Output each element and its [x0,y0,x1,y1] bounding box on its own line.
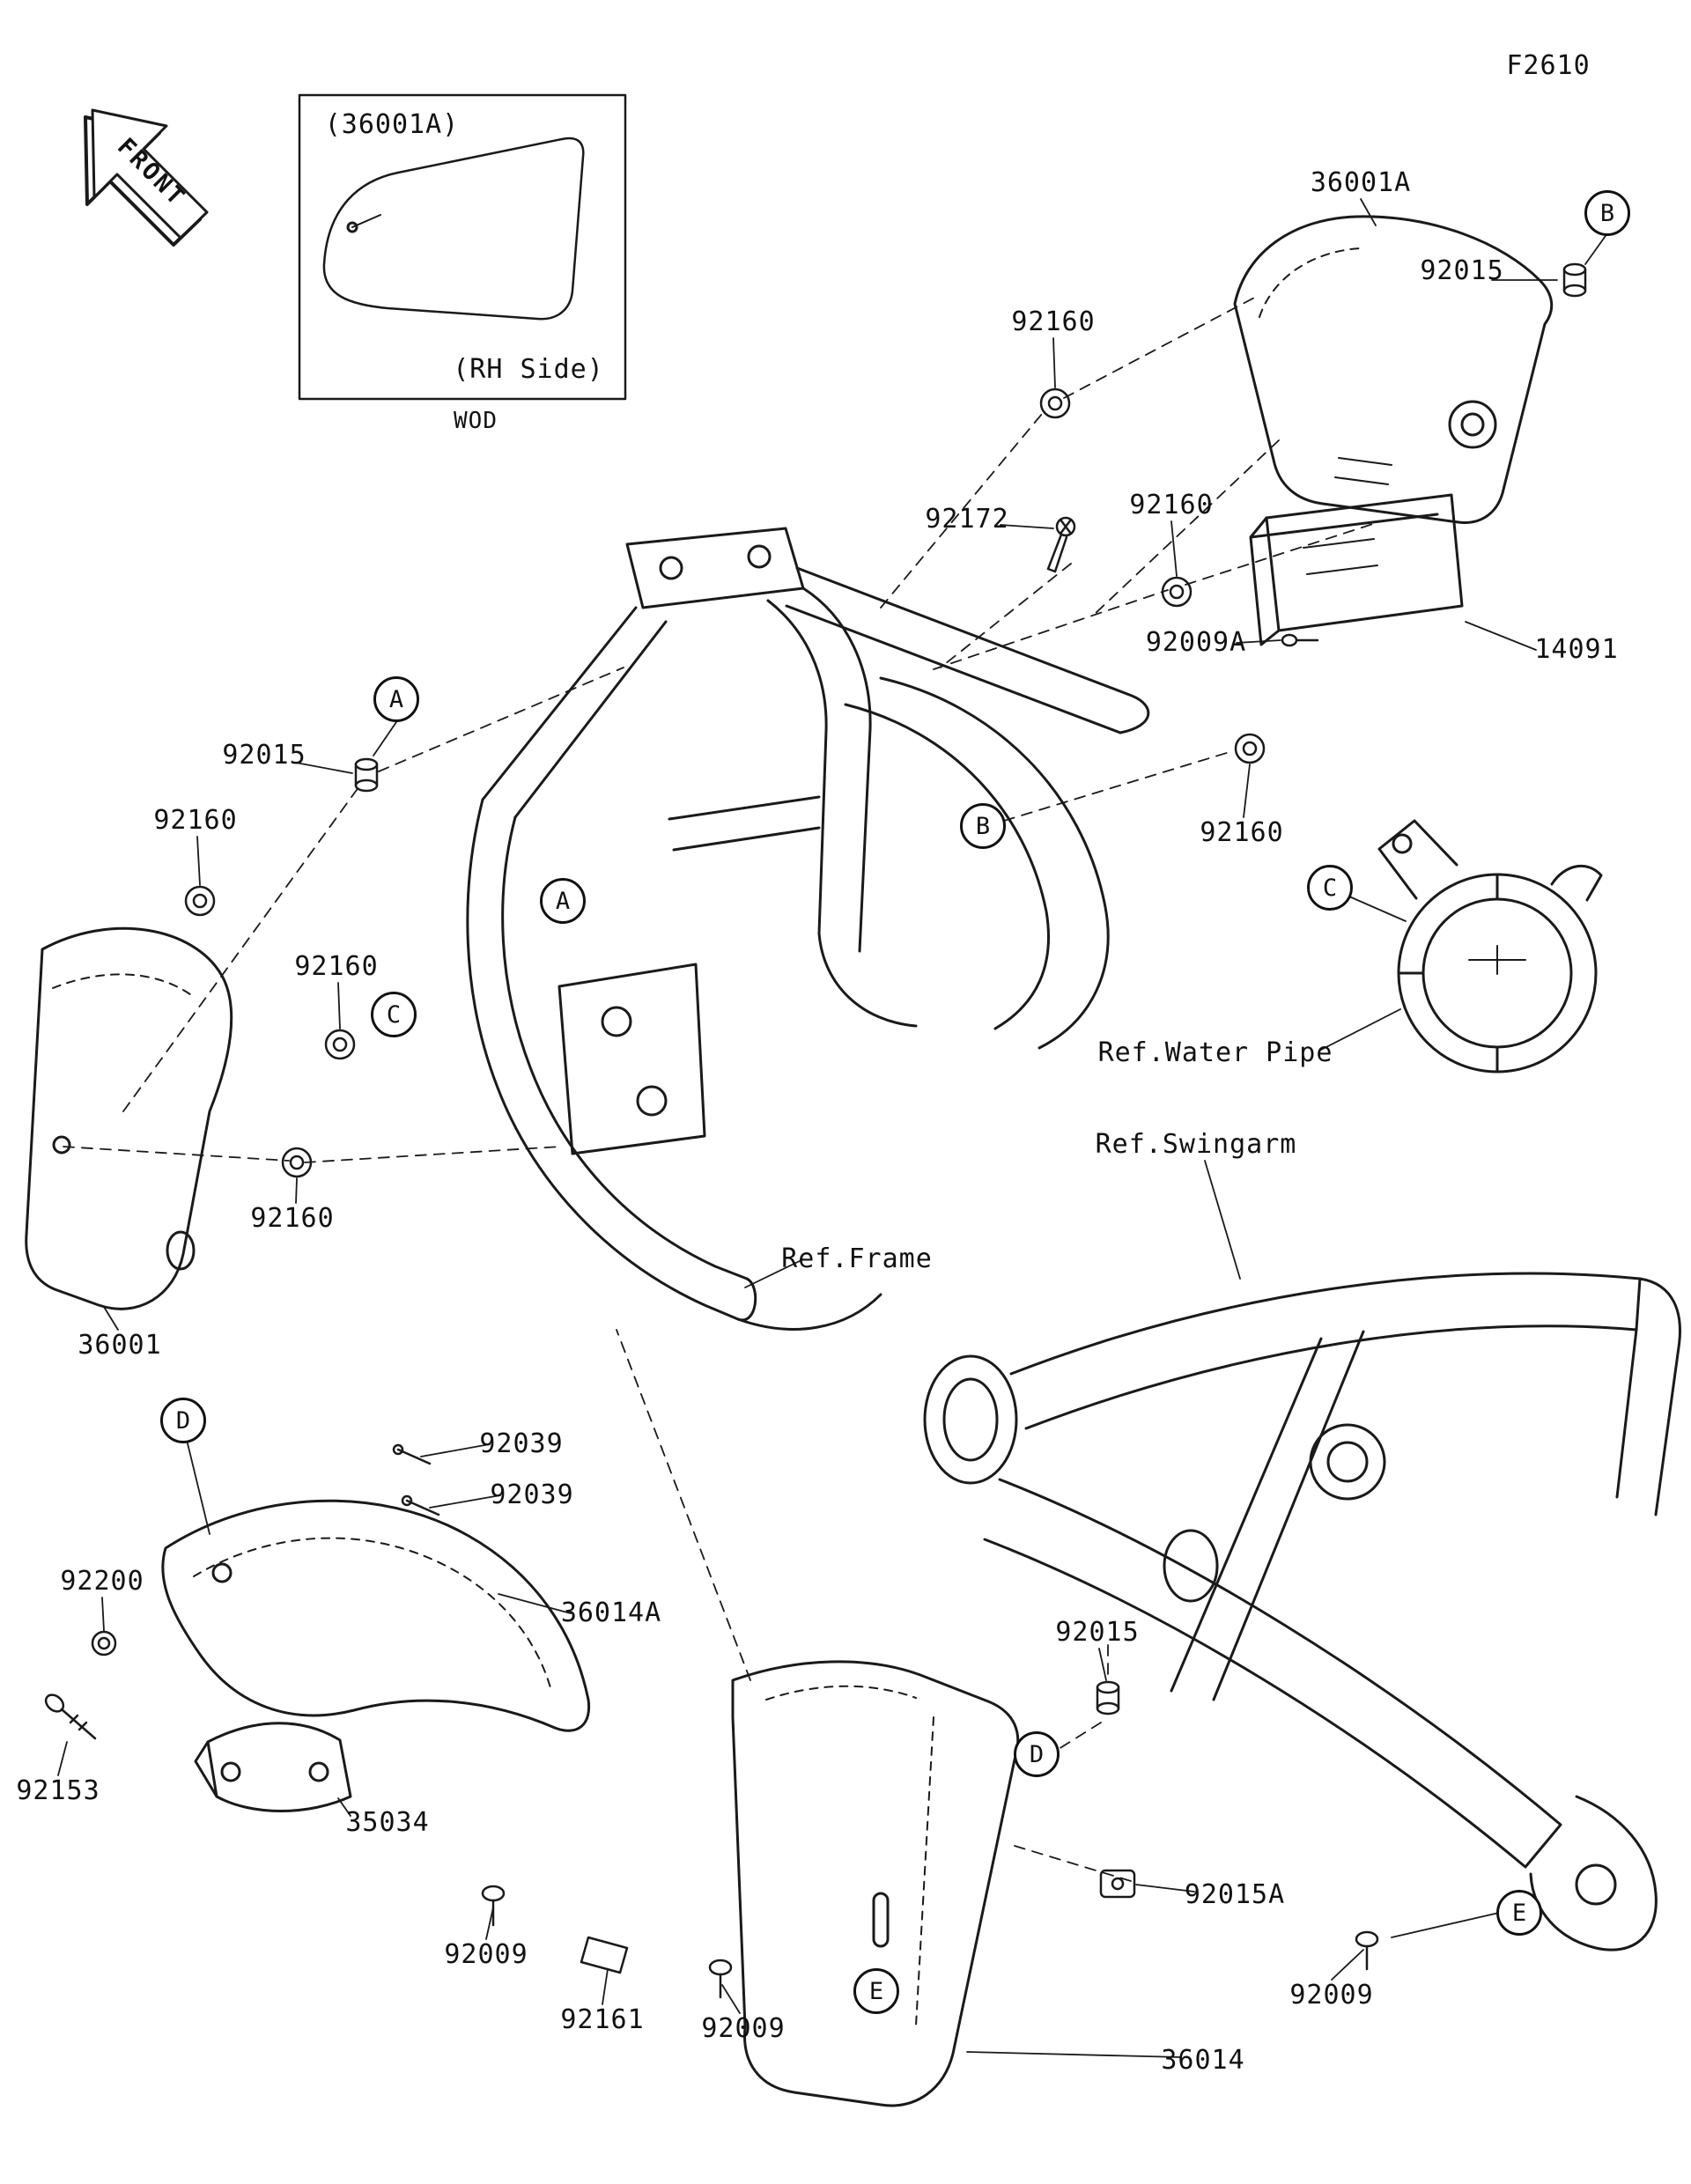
assembly-dashed-lines [63,295,1382,1882]
side-cover-36014-drawing [731,1660,1020,2107]
marker-E-right: E [1496,1890,1542,1936]
part-label-92009-left: 92009 [444,1939,528,1970]
part-label-92160-left-lower: 92160 [250,1203,335,1234]
screw-92009-left [481,1885,506,1927]
part-label-92160-left-upper: 92160 [153,805,238,836]
bolt-92153 [44,1693,97,1740]
marker-C-right: C [1307,865,1353,911]
screw-92172 [1046,516,1076,573]
part-label-92160-top: 92160 [1011,306,1096,337]
right-side-cover-36001A-drawing [1233,215,1554,524]
pad-92161 [580,1936,629,1974]
part-label-92015-mid: 92015 [1055,1617,1140,1648]
damper-92015-top [1562,262,1587,298]
part-label-92153: 92153 [16,1775,100,1806]
fasteners-drawing [44,262,1587,1999]
screw-92009-center [708,1959,733,1999]
part-label-92160-upper-mid: 92160 [1129,490,1214,520]
pin-92039-upper [392,1443,432,1465]
part-label-92160-left-mid: 92160 [294,951,379,982]
ref-water-pipe-label: Ref.Water Pipe [1097,1037,1333,1068]
part-label-92161: 92161 [560,2004,645,2035]
inset-box-drawing [298,93,627,401]
part-label-92009-center: 92009 [701,2013,786,2044]
screw-92009A [1281,633,1319,647]
left-side-cover-36001-drawing [25,926,233,1310]
front-direction-arrow-icon [84,108,209,247]
part-label-92015-left: 92015 [222,740,306,771]
marker-D-bottom: D [1014,1731,1060,1777]
part-label-92009-right: 92009 [1289,1980,1374,2011]
washer-92160-right [1234,733,1266,764]
washer-92160-left-upper [184,885,216,917]
pin-92039-lower [401,1494,440,1516]
part-label-92160-right: 92160 [1200,817,1284,848]
marker-B-mid: B [960,803,1006,849]
part-label-92200: 92200 [60,1566,144,1597]
leader-lines [57,198,1608,2058]
part-label-36014A: 36014A [560,1597,662,1628]
ref-swingarm-label: Ref.Swingarm [1095,1129,1297,1160]
inset-title: (36001A) [324,109,460,140]
damper-92015A [1099,1869,1136,1899]
inner-cover-14091-drawing [1249,493,1464,646]
part-label-92009A: 92009A [1145,627,1247,658]
water-pump-cover-drawing [1377,819,1603,1074]
washer-92200 [91,1630,117,1656]
marker-A-mid: A [540,878,586,924]
washer-92160-left-mid [324,1029,356,1060]
inset-side-note: (RH Side) [453,354,604,385]
part-label-92172: 92172 [925,504,1009,535]
part-label-36001A: 36001A [1310,167,1412,198]
part-label-92015-top: 92015 [1420,255,1504,286]
marker-C-left: C [371,992,417,1037]
damper-92015-left [354,757,379,793]
marker-D-top: D [160,1398,206,1443]
part-label-92015A: 92015A [1184,1879,1286,1910]
part-label-36014: 36014 [1161,2045,1245,2076]
washer-92160-upper-mid [1161,576,1193,608]
inset-watermark: WOD [454,408,498,434]
part-label-92039-lower: 92039 [490,1479,574,1510]
swingarm-drawing [923,1272,1681,1952]
frame-drawing [466,527,1150,1331]
chain-cover-36014A-drawing [161,1499,591,1732]
part-label-36001: 36001 [78,1330,162,1361]
washer-92160-top [1039,387,1071,419]
part-label-14091: 14091 [1534,634,1619,665]
marker-A-left: A [373,676,419,722]
marker-B-top: B [1584,190,1630,236]
marker-E-mid: E [853,1968,899,2014]
screw-92009-right [1355,1930,1379,1971]
page-code: F2610 [1506,50,1591,81]
damper-92015-mid [1096,1680,1120,1715]
ref-frame-label: Ref.Frame [781,1243,933,1274]
part-label-35034: 35034 [345,1807,430,1838]
bracket-35034-drawing [194,1722,352,1812]
part-label-92039-upper: 92039 [479,1428,564,1459]
